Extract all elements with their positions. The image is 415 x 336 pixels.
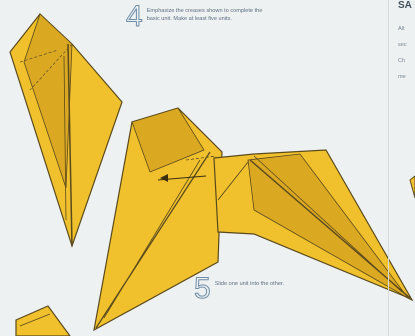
step-number: 5 (194, 276, 211, 302)
next-column-cut-off: SA Alt sec Ch me (398, 0, 415, 85)
cut-off-line: Ch (398, 53, 415, 69)
step-text: Emphasize the creases shown to complete … (147, 4, 277, 23)
step-number: 4 (126, 4, 143, 30)
basic-unit-illustration (10, 14, 122, 246)
column-divider (388, 0, 389, 336)
cut-off-line: sec (398, 37, 415, 53)
section-heading: SA (398, 0, 415, 11)
cut-off-line: me (398, 69, 415, 85)
step-text: Slide one unit into the other. (215, 276, 285, 288)
cut-off-text: Alt sec Ch me (398, 21, 415, 85)
cut-off-line: Alt (398, 21, 415, 37)
step-4-instruction: 4 Emphasize the creases shown to complet… (126, 4, 277, 30)
step-5-instruction: 5 Slide one unit into the other. (194, 276, 285, 302)
partial-unit-right-edge (410, 176, 415, 198)
partial-unit-illustration (16, 306, 70, 336)
